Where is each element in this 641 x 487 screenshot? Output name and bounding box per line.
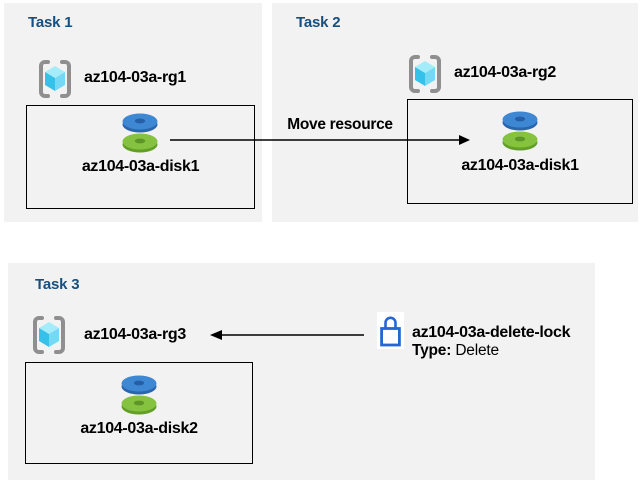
move-resource-label: Move resource xyxy=(287,116,393,133)
rg2-label: az104-03a-rg2 xyxy=(454,64,556,81)
task3-title: Task 3 xyxy=(35,276,80,293)
resource-group-icon xyxy=(30,313,68,357)
lock-type-key: Type: xyxy=(412,342,452,359)
lock-type-label: Type: Delete xyxy=(412,342,499,360)
task3-panel xyxy=(8,263,595,480)
managed-disk-icon xyxy=(115,374,163,416)
task2-title: Task 2 xyxy=(296,14,341,31)
lock-name-label: az104-03a-delete-lock xyxy=(412,324,571,341)
disk1-label: az104-03a-disk1 xyxy=(81,158,200,175)
task3-resource-box xyxy=(25,362,253,464)
resource-group-icon xyxy=(36,57,74,101)
resource-group-icon xyxy=(406,52,444,96)
managed-disk-icon xyxy=(116,112,164,154)
rg1-label: az104-03a-rg1 xyxy=(84,69,186,86)
task1-title: Task 1 xyxy=(28,14,73,31)
task2-panel xyxy=(272,3,638,222)
disk1-moved-label: az104-03a-disk1 xyxy=(461,157,579,174)
lock-type-value: Delete xyxy=(455,342,499,359)
task1-resource-box xyxy=(26,105,255,209)
task1-panel xyxy=(4,3,262,222)
managed-disk-icon xyxy=(496,110,544,152)
rg3-label: az104-03a-rg3 xyxy=(84,326,186,343)
lock-icon xyxy=(377,312,404,349)
disk2-label: az104-03a-disk2 xyxy=(80,420,198,437)
task2-resource-box xyxy=(407,99,633,204)
